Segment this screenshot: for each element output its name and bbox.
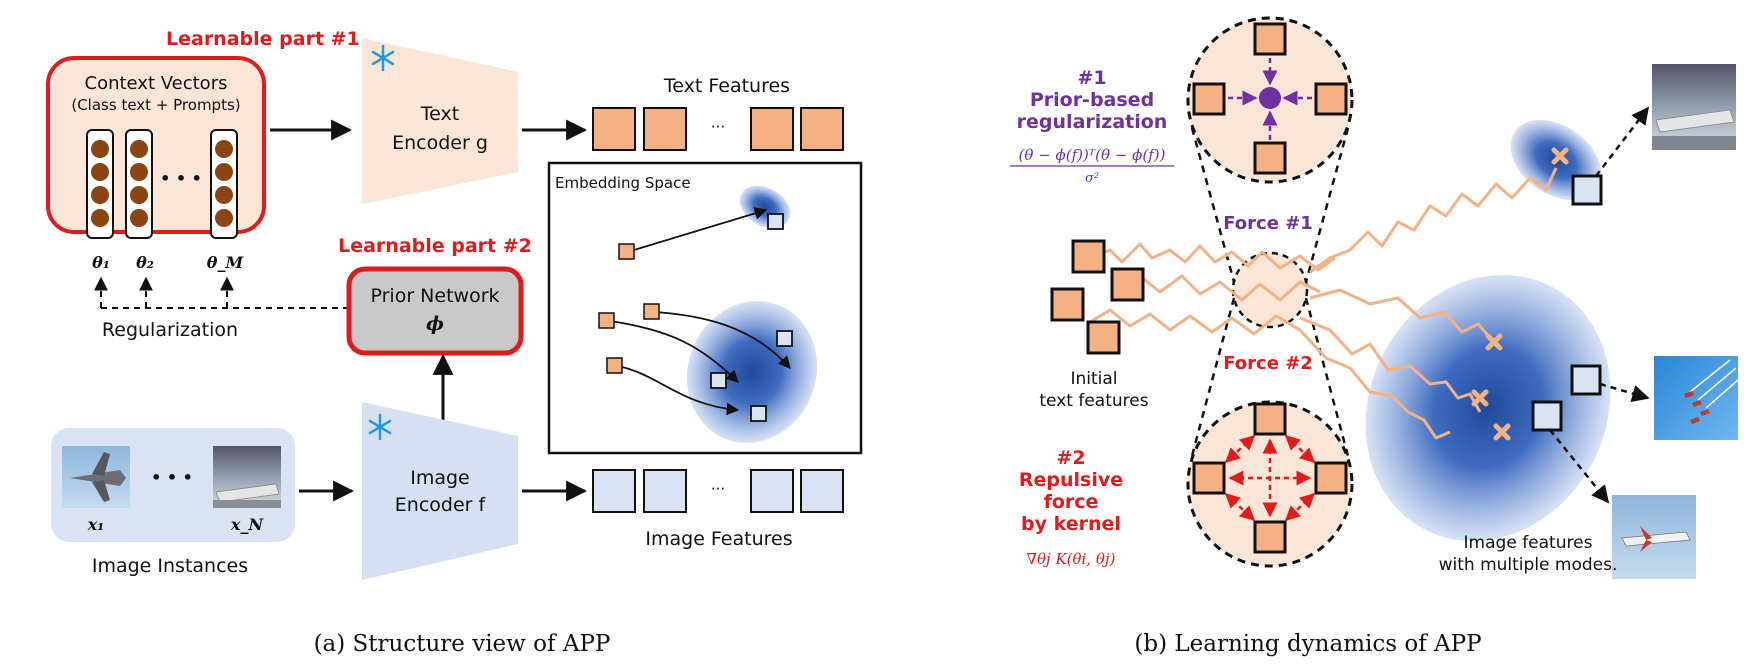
text-feature-trajectories xyxy=(1089,167,1558,440)
learnable-part-2-label: Learnable part #2 xyxy=(338,235,532,257)
image-encoder-line2: Encoder f xyxy=(395,494,487,516)
theta-2-label: θ₂ xyxy=(136,253,154,272)
context-vectors-subtitle: (Class text + Prompts) xyxy=(71,96,240,114)
image-encoder-line1: Image xyxy=(410,467,470,489)
prior-reg-formula-numerator: (θ − ϕ(f))ᵀ(θ − ϕ(f)) xyxy=(1019,146,1166,164)
airplane-photo xyxy=(1652,64,1736,150)
text-encoder xyxy=(362,38,518,204)
airplane-photo xyxy=(1654,356,1739,440)
context-vector-thetaM xyxy=(210,129,238,239)
embedding-arrows xyxy=(609,207,791,416)
photo-links xyxy=(1549,106,1650,504)
panel-a: Learnable part #1 Context Vectors (Class… xyxy=(46,28,863,657)
prior-reg-number: #1 xyxy=(1077,67,1106,89)
prior-force-arrows xyxy=(1228,58,1312,140)
initial-text-features-line2: text features xyxy=(1039,391,1148,411)
text-encoder-line1: Text xyxy=(420,103,459,125)
text-features-row xyxy=(592,107,844,151)
text-features-ellipsis: ··· xyxy=(711,118,725,136)
image-instances-label: Image Instances xyxy=(92,555,248,577)
airplane-photo xyxy=(62,446,130,508)
repulsive-line2: force xyxy=(1044,491,1099,513)
context-vector-theta2 xyxy=(125,129,153,239)
image-features-modes-line1: Image features xyxy=(1464,533,1593,553)
context-vector-theta1 xyxy=(86,129,114,239)
image-features-modes-line2: with multiple modes. xyxy=(1439,555,1618,575)
initial-text-features xyxy=(1050,239,1145,355)
repulsive-line1: Repulsive xyxy=(1019,469,1123,491)
trajectory-endpoints xyxy=(1471,147,1569,441)
force-2-label: Force #2 xyxy=(1223,353,1313,374)
theta-1-label: θ₁ xyxy=(92,253,110,272)
embedding-image-points xyxy=(710,213,793,422)
learnable-part-1-label: Learnable part #1 xyxy=(166,28,360,50)
image-feature-points xyxy=(1531,174,1603,432)
repulsive-line3: by kernel xyxy=(1021,513,1121,535)
airplane-photo xyxy=(213,446,281,508)
context-vector-dots: • • • xyxy=(160,169,202,188)
prior-center-point xyxy=(1259,87,1281,109)
x1-label: x₁ xyxy=(87,515,105,534)
prior-reg-line2: regularization xyxy=(1017,111,1168,133)
text-features-label: Text Features xyxy=(663,75,790,97)
image-features-row xyxy=(592,469,844,513)
image-encoder xyxy=(362,402,518,580)
snowflake-icon xyxy=(368,413,392,441)
repulsive-force-arrows xyxy=(1224,434,1316,522)
prior-reg-formula-denominator: σ² xyxy=(1085,171,1099,186)
regularization-label: Regularization xyxy=(102,319,238,341)
repulsive-number: #2 xyxy=(1056,447,1085,469)
text-feature-focus-circle xyxy=(1231,251,1309,329)
panel-b: Initial text features xyxy=(1010,16,1739,657)
theta-M-label: θ_M xyxy=(207,253,245,272)
prior-network-box xyxy=(346,266,524,356)
image-features-label: Image Features xyxy=(645,528,792,550)
repulsive-formula: ∇θj K(θi, θj) xyxy=(1027,550,1116,568)
prior-force-squares xyxy=(1192,22,1348,175)
prior-reg-line1: Prior-based xyxy=(1030,89,1154,111)
initial-text-features-line1: Initial xyxy=(1070,369,1117,389)
repulsive-force-squares xyxy=(1192,402,1348,554)
caption-b: (b) Learning dynamics of APP xyxy=(1134,631,1481,657)
instances-dots: • • • xyxy=(151,468,193,487)
regularization-links xyxy=(94,276,348,309)
xN-label: x_N xyxy=(230,515,265,534)
snowflake-icon xyxy=(371,44,395,72)
embedding-space-label: Embedding Space xyxy=(555,174,691,192)
embedding-text-points xyxy=(598,243,660,374)
context-vectors-title: Context Vectors xyxy=(85,73,228,94)
caption-a: (a) Structure view of APP xyxy=(314,631,611,657)
prior-network-symbol: ϕ xyxy=(426,313,444,335)
prior-network-title: Prior Network xyxy=(370,285,499,307)
force-1-label: Force #1 xyxy=(1223,213,1313,234)
airplane-photo xyxy=(1612,495,1696,579)
image-features-ellipsis: ··· xyxy=(711,480,725,498)
text-encoder-line2: Encoder g xyxy=(392,132,488,154)
image-cluster-large xyxy=(1365,274,1611,542)
